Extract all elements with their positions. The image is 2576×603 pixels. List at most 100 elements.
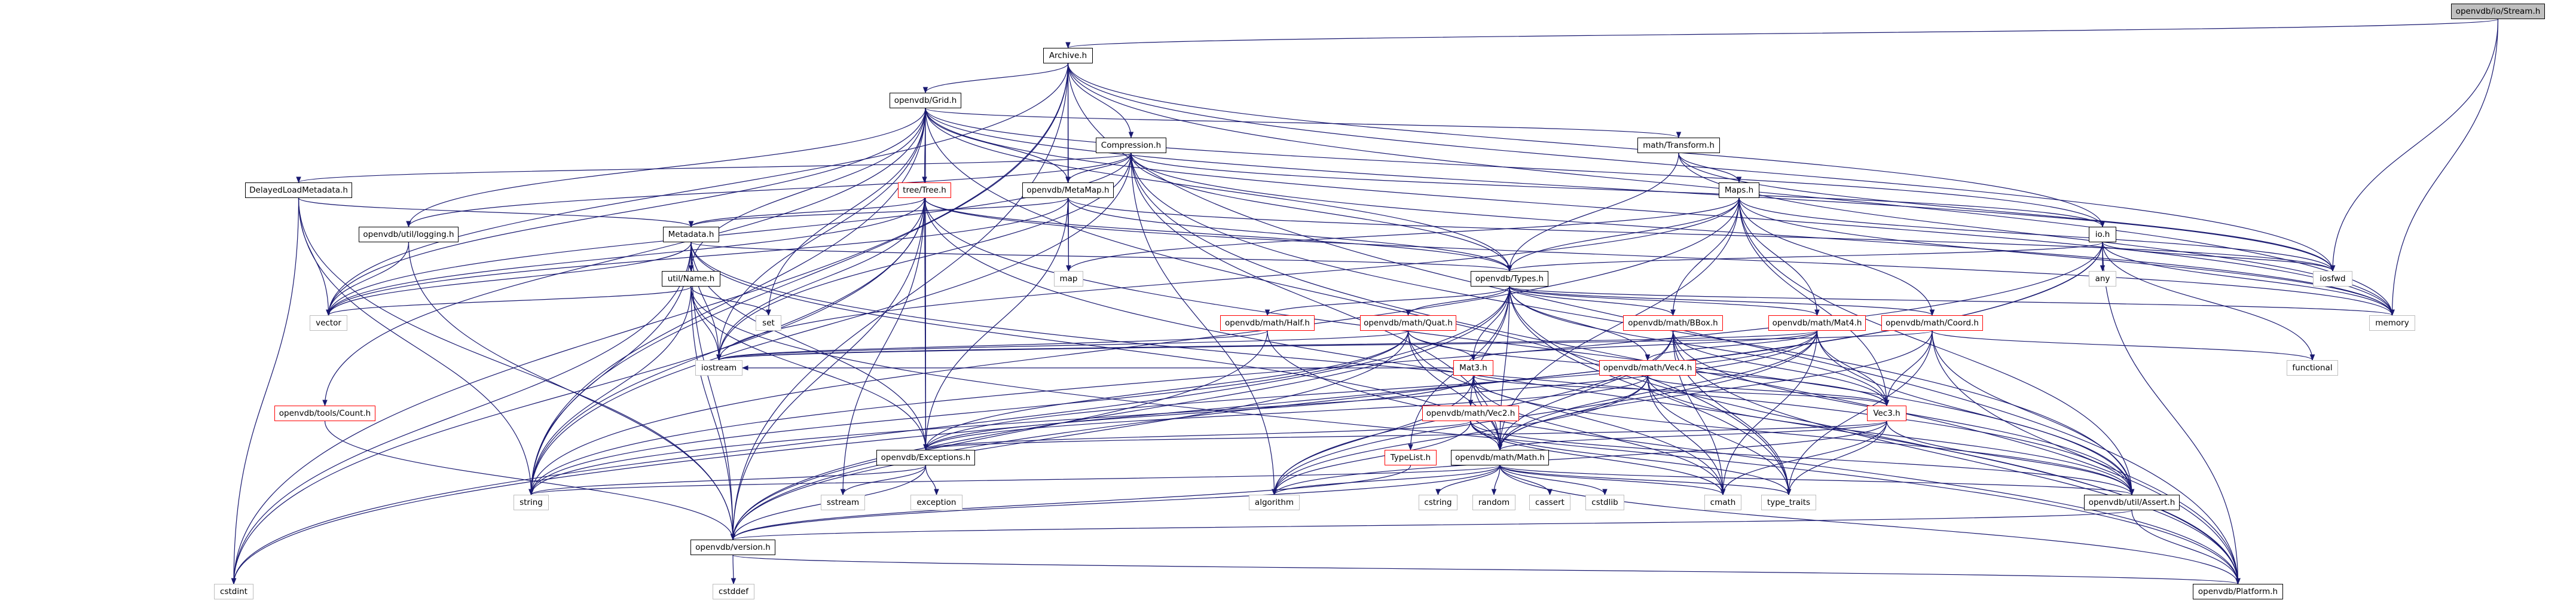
- edge-types-to-mat3: [1471, 286, 1510, 361]
- node-quat[interactable]: openvdb/math/Quat.h: [1360, 315, 1456, 331]
- edge-archive-to-version: [730, 63, 1069, 541]
- node-mat4[interactable]: openvdb/math/Mat4.h: [1768, 315, 1866, 331]
- edge-archive-to-iosfwd: [1067, 63, 2336, 272]
- edge-metamap-to-iosfwd: [1067, 197, 2335, 272]
- edge-coord-to-platform: [1932, 330, 2241, 585]
- edge-vec3-to-math: [1497, 421, 1887, 451]
- edge-stream-to-iosfwd: [2330, 19, 2499, 272]
- edge-transform-to-iosfwd: [1678, 153, 2336, 272]
- edge-name-to-set: [690, 286, 771, 316]
- edge-version-to-platform: [732, 555, 2240, 585]
- node-coord[interactable]: openvdb/math/Coord.h: [1881, 315, 1983, 331]
- node-types[interactable]: openvdb/Types.h: [1471, 271, 1548, 287]
- node-half[interactable]: openvdb/math/Half.h: [1220, 315, 1315, 331]
- node-assert[interactable]: openvdb/util/Assert.h: [2084, 495, 2180, 510]
- edge-vec3-to-assert: [1886, 421, 2135, 496]
- node-grid[interactable]: openvdb/Grid.h: [890, 93, 961, 108]
- edge-vec3-to-exceptions: [923, 421, 1887, 451]
- edge-io-to-version: [730, 242, 2103, 541]
- edge-types-to-half: [1264, 286, 1510, 316]
- edge-mat4-to-assert: [1816, 330, 2135, 496]
- edge-coord-to-functional: [1932, 330, 2315, 361]
- edge-metadata-to-cstdint: [231, 242, 692, 585]
- edge-vec4-to-exceptions: [923, 375, 1648, 451]
- edge-maps-to-assert: [1738, 197, 2135, 496]
- edge-compression-to-math: [1130, 153, 1503, 451]
- node-any: any: [2089, 271, 2116, 287]
- node-cmath: cmath: [1704, 495, 1741, 510]
- edge-compression-to-algorithm: [1130, 153, 1277, 496]
- edge-count-to-version: [324, 421, 736, 541]
- edge-types-to-bbox: [1509, 286, 1676, 316]
- edge-types-to-vec3: [1509, 286, 1890, 407]
- edge-vec2-to-assert: [1470, 421, 2135, 496]
- node-map: map: [1054, 271, 1083, 287]
- edge-compression-to-memory: [1130, 153, 2395, 316]
- edge-math-to-string: [528, 465, 1501, 496]
- edge-metadata-to-assert: [690, 242, 2135, 496]
- edge-bbox-to-cmath: [1672, 330, 1726, 496]
- node-metamap[interactable]: openvdb/MetaMap.h: [1022, 182, 1114, 198]
- node-archive[interactable]: Archive.h: [1043, 48, 1093, 63]
- node-compression[interactable]: Compression.h: [1096, 138, 1166, 153]
- edge-transform-to-types: [1507, 153, 1679, 272]
- edge-mat4-to-string: [528, 330, 1818, 496]
- node-version[interactable]: openvdb/version.h: [690, 540, 775, 555]
- node-maps[interactable]: Maps.h: [1719, 182, 1759, 198]
- edge-bbox-to-platform: [1672, 330, 2241, 585]
- edge-math-to-assert: [1499, 465, 2134, 496]
- edge-math-to-cassert: [1499, 465, 1553, 496]
- edge-name-to-string: [528, 286, 692, 496]
- edge-vec4-to-cmath: [1647, 375, 1726, 496]
- edge-assert-to-platform: [2131, 510, 2241, 585]
- edge-metadata-to-version: [690, 242, 736, 541]
- edge-maps-to-coord: [1738, 197, 1935, 316]
- edge-stream-to-archive: [1066, 19, 2499, 49]
- node-vec4[interactable]: openvdb/math/Vec4.h: [1599, 360, 1696, 376]
- edge-exceptions-to-sstream: [840, 465, 927, 496]
- node-typelist[interactable]: TypeList.h: [1385, 450, 1437, 465]
- node-transform[interactable]: math/Transform.h: [1637, 138, 1720, 153]
- edge-io-to-platform: [2102, 242, 2241, 585]
- node-count[interactable]: openvdb/tools/Count.h: [274, 406, 375, 421]
- edge-grid-to-string: [528, 108, 926, 496]
- node-tree[interactable]: tree/Tree.h: [898, 182, 951, 198]
- node-platform[interactable]: openvdb/Platform.h: [2193, 584, 2283, 599]
- edge-vec4-to-type_traits: [1647, 375, 1792, 496]
- node-mat3[interactable]: Mat3.h: [1453, 360, 1493, 376]
- edge-vec4-to-math: [1497, 375, 1648, 451]
- edge-vec2-to-math: [1470, 421, 1503, 451]
- edge-delayed-to-cstdint: [231, 197, 300, 585]
- node-delayed[interactable]: DelayedLoadMetadata.h: [245, 182, 352, 198]
- edge-grid-to-iosfwd: [925, 108, 2336, 272]
- edge-typelist-to-version: [730, 465, 1411, 541]
- edge-math-to-version: [730, 465, 1501, 541]
- edge-grid-to-memory: [925, 108, 2395, 316]
- edge-maps-to-vec3: [1738, 197, 1890, 407]
- edge-mat3-to-algorithm: [1272, 375, 1474, 496]
- edge-archive-to-grid: [922, 63, 1069, 94]
- edge-name-to-iostream: [690, 286, 722, 361]
- edge-mat4-to-vec3: [1816, 330, 1890, 407]
- node-name[interactable]: util/Name.h: [662, 271, 720, 287]
- node-metadata[interactable]: Metadata.h: [663, 227, 719, 242]
- edge-exceptions-to-exception: [925, 465, 939, 496]
- node-math[interactable]: openvdb/math/Math.h: [1451, 450, 1549, 465]
- edge-mat3-to-exceptions: [923, 375, 1474, 451]
- edge-compression-to-io: [1130, 153, 2106, 228]
- node-bbox[interactable]: openvdb/math/BBox.h: [1623, 315, 1723, 331]
- node-vec3[interactable]: Vec3.h: [1867, 406, 1906, 421]
- node-stream[interactable]: openvdb/io/Stream.h: [2451, 4, 2545, 19]
- edge-maps-to-mat4: [1738, 197, 1820, 316]
- edge-delayed-to-string: [298, 197, 534, 496]
- node-exceptions[interactable]: openvdb/Exceptions.h: [876, 450, 975, 465]
- edge-archive-to-compression: [1067, 63, 1134, 139]
- node-io[interactable]: io.h: [2089, 227, 2116, 242]
- edge-mat3-to-cmath: [1472, 375, 1726, 496]
- edge-grid-to-vector: [326, 108, 926, 316]
- node-vec2[interactable]: openvdb/math/Vec2.h: [1422, 406, 1519, 421]
- node-logging[interactable]: openvdb/util/logging.h: [359, 227, 459, 242]
- edge-metadata-to-string: [528, 242, 692, 496]
- edge-tree-to-metadata: [688, 197, 925, 228]
